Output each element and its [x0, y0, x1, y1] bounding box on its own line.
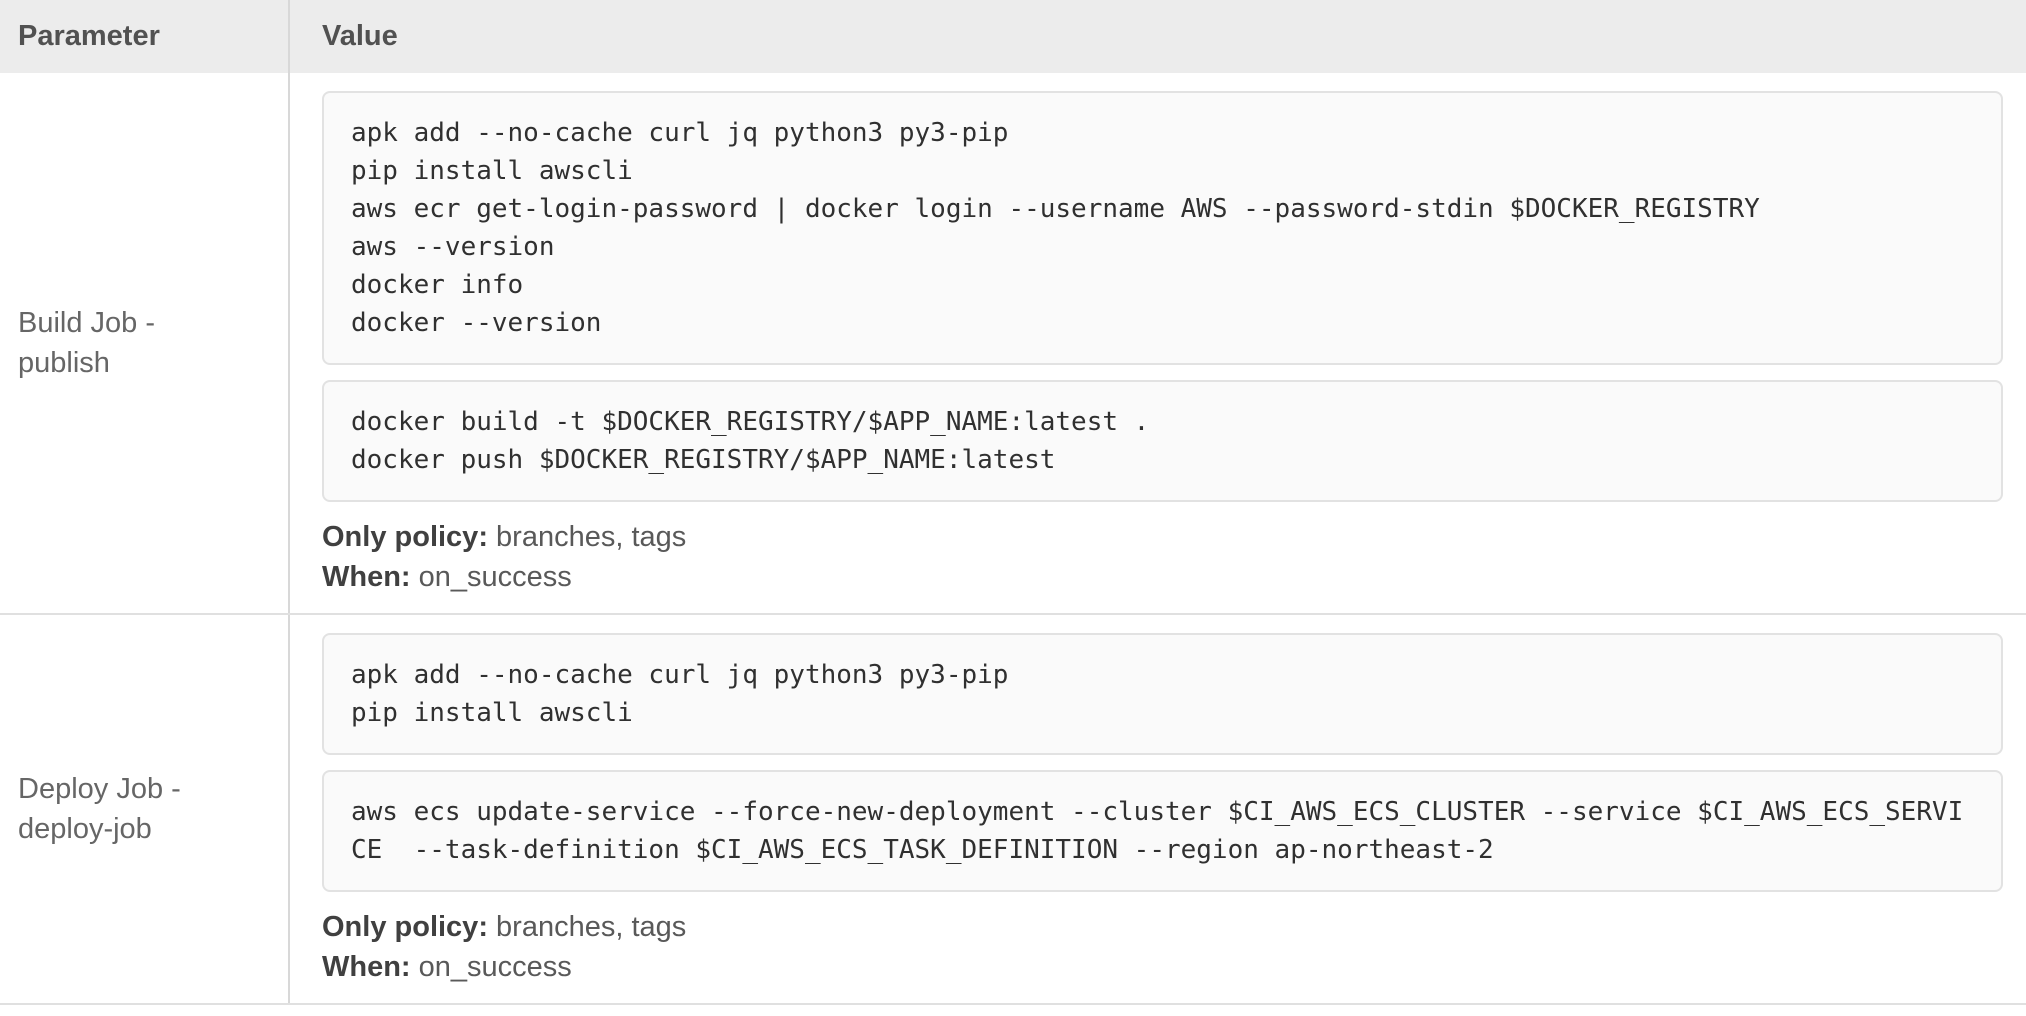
job-meta: Only policy: branches, tags When: on_suc… — [322, 517, 2003, 597]
when-line: When: on_success — [322, 947, 2003, 987]
only-policy-value: branches, tags — [496, 911, 687, 943]
code-block-build-setup: apk add --no-cache curl jq python3 py3-p… — [322, 91, 2003, 365]
only-policy-label: Only policy: — [322, 911, 488, 943]
value-cell: apk add --no-cache curl jq python3 py3-p… — [290, 615, 2026, 1003]
column-header-value: Value — [290, 0, 2026, 73]
table-row-deploy-job: Deploy Job - deploy-job apk add --no-cac… — [0, 615, 2026, 1005]
when-line: When: on_success — [322, 557, 2003, 597]
parameter-label: Deploy Job - deploy-job — [18, 773, 181, 845]
column-header-parameter: Parameter — [0, 0, 290, 73]
value-cell: apk add --no-cache curl jq python3 py3-p… — [290, 73, 2026, 613]
table-header-row: Parameter Value — [0, 0, 2026, 73]
only-policy-line: Only policy: branches, tags — [322, 517, 2003, 557]
column-header-parameter-label: Parameter — [18, 20, 160, 52]
table-row-build-job: Build Job - publish apk add --no-cache c… — [0, 73, 2026, 615]
code-block-build-script: docker build -t $DOCKER_REGISTRY/$APP_NA… — [322, 380, 2003, 502]
only-policy-label: Only policy: — [322, 521, 488, 553]
parameter-cell: Deploy Job - deploy-job — [0, 615, 290, 1003]
only-policy-value: branches, tags — [496, 521, 687, 553]
when-value: on_success — [418, 561, 572, 593]
when-label: When: — [322, 951, 411, 983]
when-label: When: — [322, 561, 411, 593]
code-block-deploy-script: aws ecs update-service --force-new-deplo… — [322, 770, 2003, 892]
parameter-label: Build Job - publish — [18, 307, 156, 379]
parameter-cell: Build Job - publish — [0, 73, 290, 613]
column-header-value-label: Value — [322, 20, 398, 52]
job-meta: Only policy: branches, tags When: on_suc… — [322, 907, 2003, 987]
code-block-deploy-setup: apk add --no-cache curl jq python3 py3-p… — [322, 633, 2003, 755]
only-policy-line: Only policy: branches, tags — [322, 907, 2003, 947]
when-value: on_success — [418, 951, 572, 983]
